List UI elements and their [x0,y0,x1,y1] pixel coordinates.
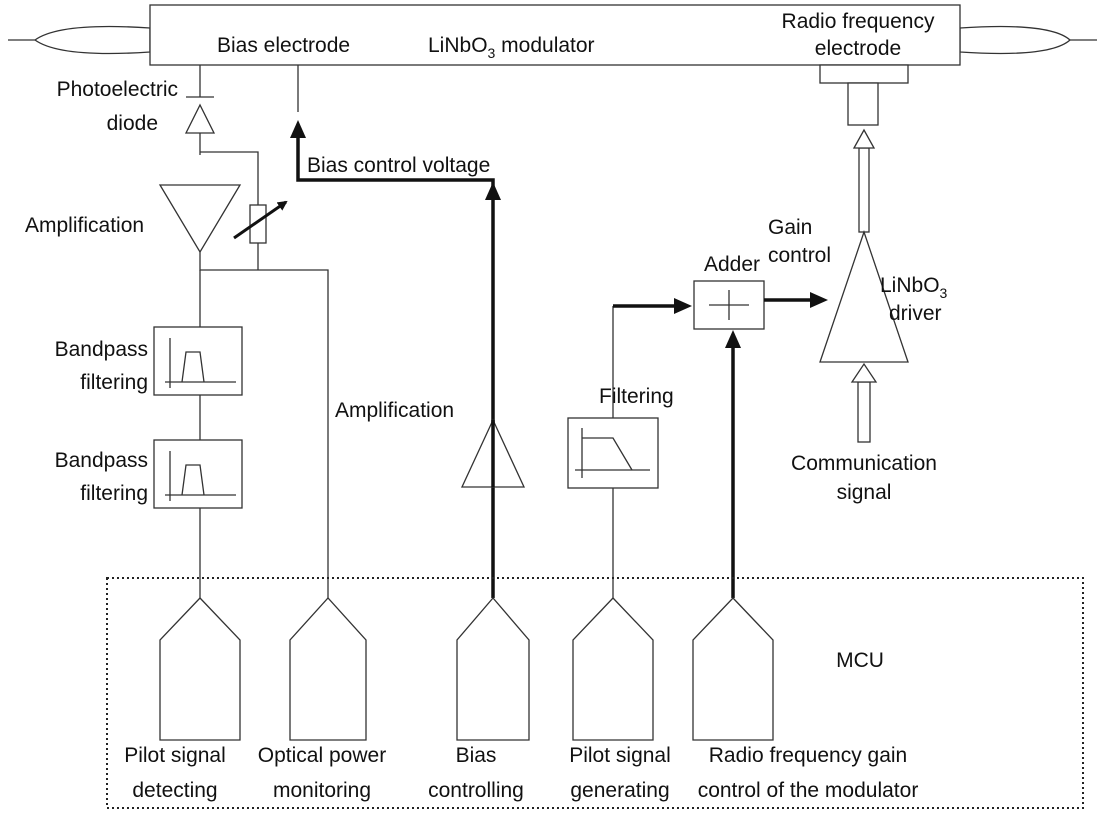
mcu-block-1-label-line2: detecting [132,779,217,802]
mcu-block-2-label-line2: monitoring [273,779,371,802]
mcu-block-4-label-line1: Pilot signal [569,744,671,767]
photodiode-amplifier-triangle [158,184,242,254]
rf-gain-control-block [692,597,774,741]
input-fiber-taper [33,25,151,55]
lowpass-filter [567,417,659,489]
bias-control-voltage-label: Bias control voltage [307,154,490,177]
feedback-top-line [200,151,259,205]
bias-control-arrowhead [290,120,306,138]
bandpass-1-label-line1: Bandpass [55,338,148,361]
driver-label-line1: LiNbO3 [880,274,948,301]
optical-power-monitoring-line [199,252,329,598]
photodiode-triangle [184,103,216,134]
modulator-title: LiNbO3 modulator [428,34,595,61]
communication-signal-label-line1: Communication [791,452,937,475]
filtering-label: Filtering [599,385,674,408]
mcu-boundary [106,577,1084,809]
mcu-block-3-label-line2: controlling [428,779,524,802]
bandpass-filter-2-icon [165,451,236,501]
adder-label: Adder [704,253,760,276]
bandpass-2-label-line1: Bandpass [55,449,148,472]
bias-electrode-label: Bias electrode [217,34,350,57]
bias-up-arrowhead [485,182,501,200]
pilot-signal-generating-block [572,597,654,741]
bandpass-filter-1-icon [165,338,236,388]
adder-to-driver-arrowhead [810,292,828,308]
amplification-left-label: Amplification [25,214,144,237]
gain-control-label-line1: Gain [768,216,812,239]
bias-controlling-block [456,597,530,741]
pilot-signal-detecting-block [159,597,241,741]
optical-power-monitoring-block [289,597,367,741]
bandpass-1-label-line2: filtering [80,371,148,394]
mcu-block-4-label-line2: generating [570,779,669,802]
communication-signal-label-line2: signal [837,481,892,504]
mcu-block-1-label-line1: Pilot signal [124,744,226,767]
mcu-block-5-label-line1: Radio frequency gain [709,744,907,767]
communication-signal-hollow-arrowhead [850,362,878,383]
rf-electrode-label-line2: electrode [815,37,901,60]
rf-connector-flange [819,64,909,84]
communication-signal-hollow-shaft [857,381,871,443]
bandpass-filter-1 [153,326,243,396]
driver-output-hollow-shaft [858,147,870,233]
filter-to-adder-arrowhead [674,298,692,314]
rf-connector-body [847,82,879,126]
mcu-block-3-label-line1: Bias [456,744,497,767]
lowpass-filter-icon [575,428,650,478]
bandpass-2-label-line2: filtering [80,482,148,505]
mcu-label: MCU [836,649,884,672]
mcu-block-5-label-line2: control of the modulator [698,779,919,802]
amplification-mid-label: Amplification [335,399,454,422]
bandpass-filter-2 [153,439,243,509]
linbo3-driver-triangle [819,229,909,363]
photodiode-label-line1: Photoelectric [57,78,178,101]
variable-resistor-arrow [233,200,288,240]
photodiode-label-line2: diode [107,112,158,135]
mcu-block-2-label-line1: Optical power [258,744,386,767]
rf-gain-to-adder-arrowhead [725,330,741,348]
output-fiber-taper [959,25,1071,55]
gain-control-label-line2: control [768,244,831,267]
driver-output-hollow-arrowhead [852,128,876,149]
modulator-box [149,4,961,66]
driver-label-line2: driver [889,302,942,325]
bias-control-line [296,136,495,598]
rf-electrode-label-line1: Radio frequency [782,10,935,33]
